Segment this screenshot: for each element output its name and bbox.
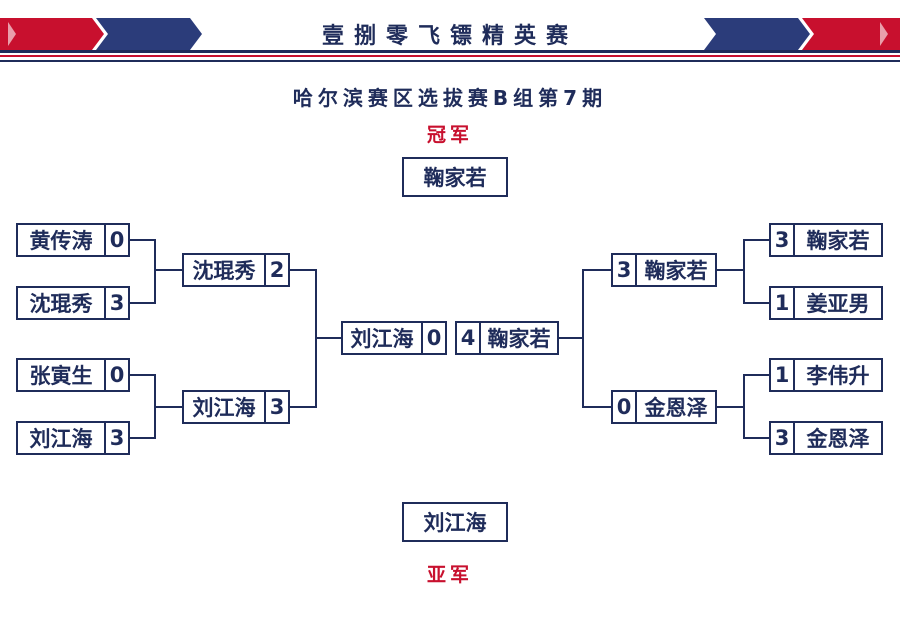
- player-name: 鞠家若: [487, 327, 551, 351]
- right-r1-match2-player2: 3 金恩泽: [769, 421, 883, 455]
- final-right-player: 4 鞠家若: [455, 321, 559, 355]
- player-name: 李伟升: [806, 364, 870, 388]
- player-score: 1: [771, 360, 795, 390]
- player-score: 3: [771, 225, 795, 255]
- player-name: 鞠家若: [644, 259, 708, 283]
- player-name: 张寅生: [29, 364, 93, 388]
- right-r2-player2: 0 金恩泽: [611, 390, 717, 424]
- page-title: 壹捌零飞镖精英赛: [321, 24, 578, 49]
- player-name: 金恩泽: [644, 396, 708, 420]
- page-subtitle: 哈尔滨赛区选拔赛B组第7期: [292, 86, 608, 110]
- right-r1-match1-player2: 1 姜亚男: [769, 286, 883, 320]
- player-score: 3: [613, 255, 637, 285]
- champion-name: 鞠家若: [423, 166, 487, 190]
- runner-up-box: 刘江海: [402, 502, 508, 542]
- left-r1-match2-player1: 张寅生 0: [16, 358, 130, 392]
- player-name: 刘江海: [29, 427, 93, 451]
- player-name: 沈琨秀: [29, 292, 93, 316]
- player-score: 3: [264, 392, 288, 422]
- player-score: 0: [421, 323, 445, 353]
- player-score: 3: [771, 423, 795, 453]
- runner-up-name: 刘江海: [423, 511, 487, 535]
- left-r2-player1: 沈琨秀 2: [182, 253, 290, 287]
- right-r1-match2-player1: 1 李伟升: [769, 358, 883, 392]
- player-name: 刘江海: [192, 396, 256, 420]
- player-score: 3: [104, 423, 128, 453]
- right-r1-match1-player1: 3 鞠家若: [769, 223, 883, 257]
- left-r1-match1-player2: 沈琨秀 3: [16, 286, 130, 320]
- player-score: 1: [771, 288, 795, 318]
- player-name: 沈琨秀: [192, 259, 256, 283]
- player-name: 黄传涛: [29, 229, 93, 253]
- champion-label: 冠军: [426, 124, 473, 146]
- player-score: 3: [104, 288, 128, 318]
- player-name: 金恩泽: [806, 427, 870, 451]
- right-r2-player1: 3 鞠家若: [611, 253, 717, 287]
- runner-up-label: 亚军: [426, 564, 473, 586]
- left-r1-match1-player1: 黄传涛 0: [16, 223, 130, 257]
- player-score: 4: [457, 323, 481, 353]
- player-score: 2: [264, 255, 288, 285]
- champion-box: 鞠家若: [402, 157, 508, 197]
- player-name: 鞠家若: [806, 229, 870, 253]
- player-score: 0: [104, 360, 128, 390]
- final-left-player: 刘江海 0: [341, 321, 447, 355]
- player-score: 0: [613, 392, 637, 422]
- player-score: 0: [104, 225, 128, 255]
- left-r1-match2-player2: 刘江海 3: [16, 421, 130, 455]
- player-name: 姜亚男: [806, 292, 870, 316]
- left-r2-player2: 刘江海 3: [182, 390, 290, 424]
- header-decoration: [0, 18, 900, 62]
- player-name: 刘江海: [350, 327, 414, 351]
